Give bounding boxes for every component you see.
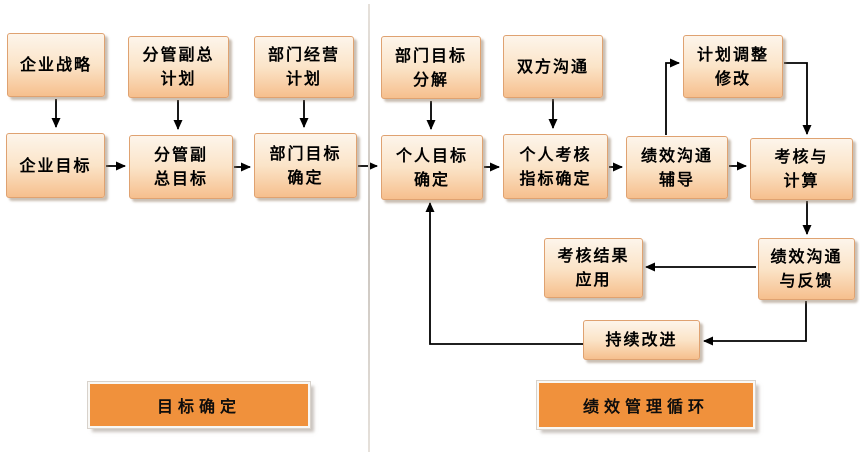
node-enterprise-strategy: 企业战略 — [7, 33, 105, 97]
section-divider — [368, 4, 370, 452]
node-plan-adjust-modify: 计划调整 修改 — [683, 35, 783, 98]
node-assessment-result-apply: 考核结果 应用 — [544, 238, 643, 298]
arrow-plan-adjust-to-assessment — [784, 62, 812, 135]
node-performance-comm-feedback: 绩效沟通 与反馈 — [758, 238, 855, 300]
node-personal-goal-confirm: 个人目标 确定 — [381, 135, 483, 200]
node-dept-goal-confirm: 部门目标 确定 — [254, 133, 357, 198]
node-performance-comm-coaching: 绩效沟通 辅导 — [626, 136, 728, 199]
node-dept-goal-decompose: 部门目标 分解 — [381, 36, 481, 99]
node-dept-business-plan: 部门经营 计划 — [254, 36, 354, 98]
node-vp-plan: 分管副总 计划 — [128, 36, 229, 98]
node-enterprise-goal: 企业目标 — [6, 133, 105, 198]
node-mutual-communication: 双方沟通 — [503, 35, 603, 98]
node-continuous-improvement: 持续改进 — [583, 320, 700, 360]
node-personal-kpi-confirm: 个人考核 指标确定 — [503, 134, 608, 199]
node-assessment-calculation: 考核与 计算 — [750, 138, 853, 200]
node-vp-goal: 分管副 总目标 — [129, 135, 233, 199]
section-label-goal-setting: 目标确定 — [87, 381, 311, 429]
section-label-performance-cycle: 绩效管理循环 — [536, 380, 756, 430]
arrow-coaching-to-plan-adjust — [665, 58, 680, 135]
arrow-feedback-to-improvement — [703, 301, 807, 346]
